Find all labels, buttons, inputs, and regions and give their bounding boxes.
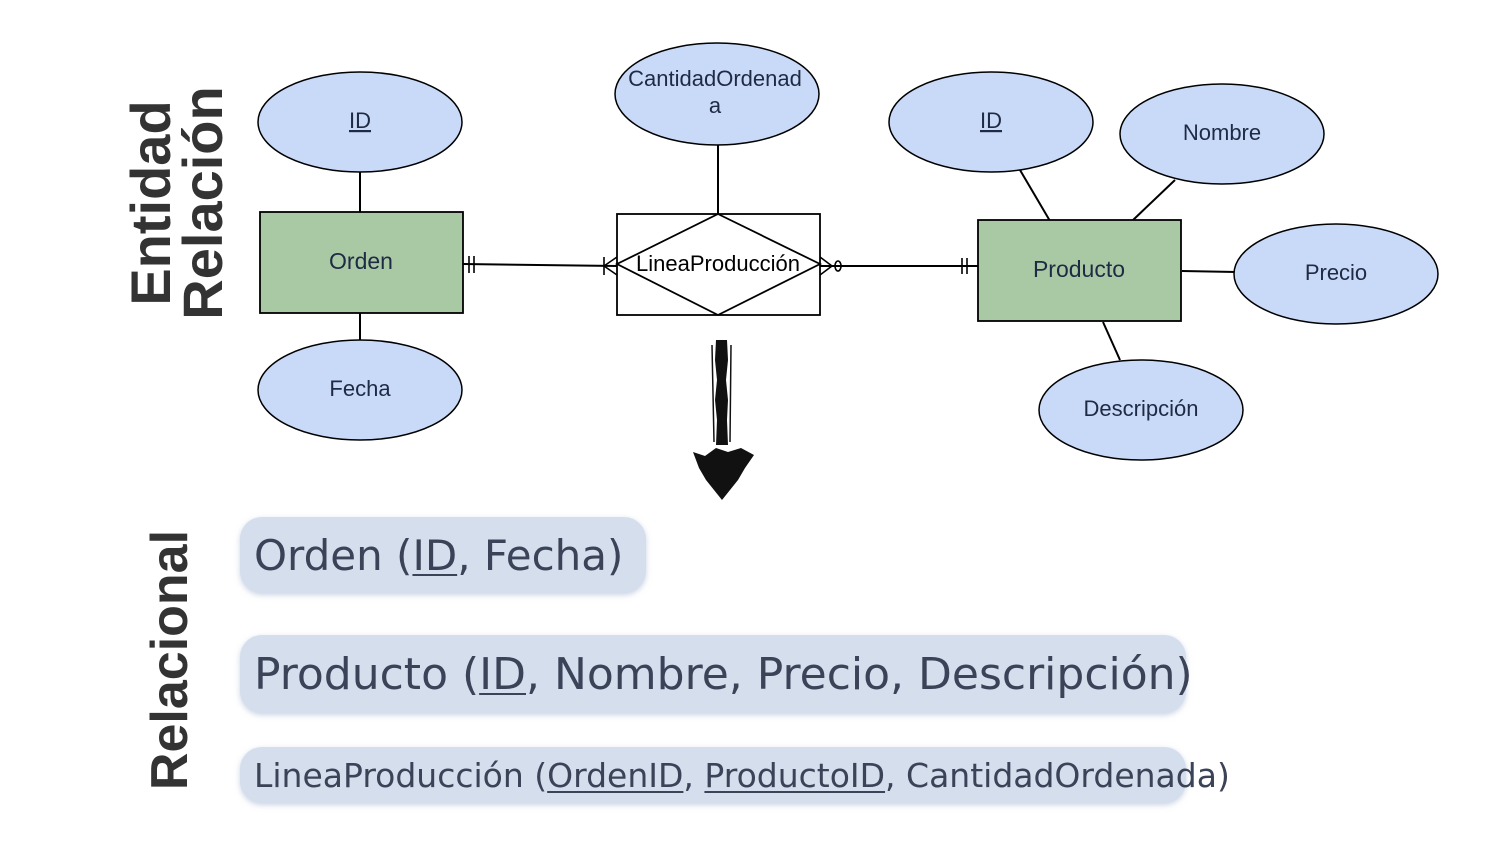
line-producto-id <box>1019 169 1051 222</box>
attributes <box>257 42 1439 461</box>
attr-producto-nombre-label: Nombre <box>1183 120 1261 145</box>
line-orden-relationship <box>462 263 618 267</box>
attr-producto-id-label: ID <box>980 108 1002 133</box>
entities <box>259 211 1182 322</box>
relation-linea-rest: , CantidadOrdenada) <box>885 755 1230 795</box>
relation-producto-rest: , Nombre, Precio, Descripción) <box>526 648 1193 700</box>
attr-orden-fecha <box>257 339 463 441</box>
attr-producto-descripcion <box>1038 359 1244 461</box>
entity-producto-label: Producto <box>1033 256 1125 282</box>
relation-linea-key1: OrdenID <box>547 755 684 795</box>
entity-producto <box>977 219 1182 322</box>
attr-cantidad-ordenada <box>614 42 820 146</box>
relation-orden-key: ID <box>412 530 458 580</box>
relationship-box <box>616 213 821 316</box>
attr-orden-id <box>257 71 463 173</box>
attr-producto-precio <box>1233 223 1439 325</box>
one-mandatory-icon-producto <box>961 258 968 274</box>
relation-linea-key2: ProductoID <box>704 755 886 795</box>
relation-linea-sep: , <box>683 755 705 795</box>
attr-producto-descripcion-label: Descripción <box>1084 396 1199 421</box>
cardinality-marks <box>468 256 968 276</box>
attr-orden-fecha-label: Fecha <box>329 376 391 401</box>
down-arrow-icon <box>693 340 754 500</box>
relationship-label: LineaProducción <box>636 251 800 276</box>
relation-linea-produccion: LineaProducción (OrdenID, ProductoID, Ca… <box>240 747 1230 803</box>
relation-producto: Producto (ID, Nombre, Precio, Descripció… <box>240 635 1193 713</box>
attr-producto-precio-label: Precio <box>1305 260 1367 285</box>
crows-foot-icon-relationship-right <box>819 256 842 276</box>
entity-orden-label: Orden <box>329 248 393 274</box>
entity-orden <box>259 211 464 314</box>
relationship-diamond <box>614 212 823 317</box>
attr-cantidad-label-line1: CantidadOrdenad <box>628 66 802 91</box>
relation-orden-name: Orden ( <box>254 530 413 580</box>
relation-producto-name: Producto ( <box>254 648 480 700</box>
one-mandatory-icon-orden <box>468 256 475 273</box>
relation-orden: Orden (ID, Fecha) <box>240 517 646 593</box>
line-producto-descripcion <box>1102 321 1121 361</box>
relation-linea-name: LineaProducción ( <box>254 755 548 795</box>
line-producto-nombre <box>1131 179 1176 222</box>
connector-lines <box>359 145 1237 361</box>
relation-orden-rest: , Fecha) <box>457 530 624 580</box>
attr-cantidad-label-line2: a <box>709 93 722 118</box>
attr-producto-nombre <box>1119 83 1325 185</box>
relationship-linea <box>614 212 823 317</box>
relation-producto-key: ID <box>479 648 526 700</box>
diagram-labels: ID Fecha CantidadOrdenad a ID Nombre Pre… <box>329 66 1367 421</box>
attr-producto-id <box>888 71 1094 173</box>
attr-orden-id-label: ID <box>349 108 371 133</box>
crows-foot-icon-relationship-left <box>603 256 618 276</box>
line-producto-precio <box>1181 270 1237 273</box>
